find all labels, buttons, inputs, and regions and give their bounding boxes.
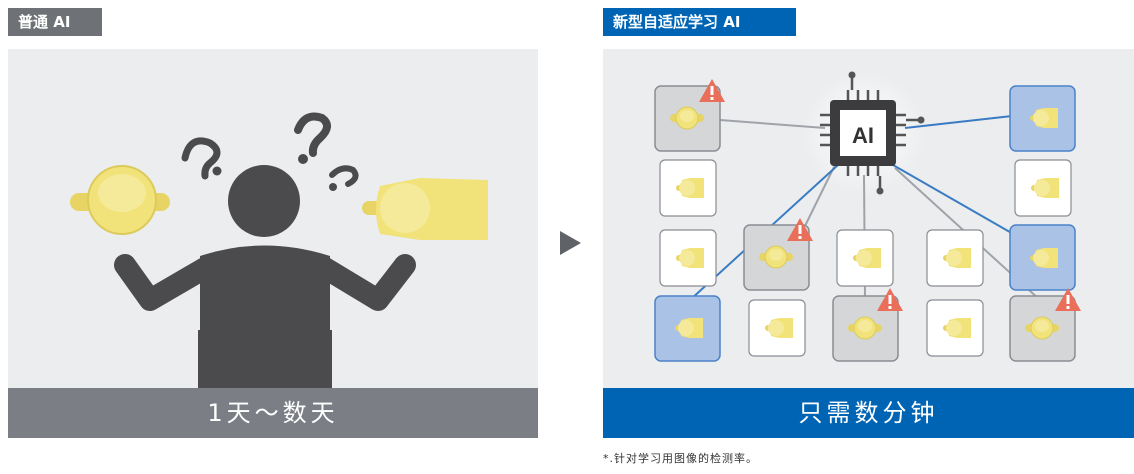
sample-card-grid	[654, 79, 1081, 362]
banner-time-normal: 1天～数天	[8, 388, 538, 438]
question-mark-icon	[181, 112, 359, 187]
question-dot	[212, 166, 222, 176]
question-dot	[298, 154, 308, 164]
part-round-large	[70, 165, 170, 235]
question-dot	[329, 183, 337, 191]
tag-adaptive-ai: 新型自适应学习 AI	[603, 8, 796, 36]
part-whistle-large	[362, 178, 488, 240]
footnote: *.针对学习用图像的检测率。	[603, 452, 758, 465]
chip-label: AI	[852, 123, 874, 148]
banner-time-adaptive: 只需数分钟	[603, 388, 1134, 438]
arrow-right-icon	[560, 231, 581, 255]
person-icon	[114, 165, 416, 388]
cpu-chip-icon	[820, 71, 925, 195]
tag-normal-ai: 普通 AI	[8, 8, 102, 36]
